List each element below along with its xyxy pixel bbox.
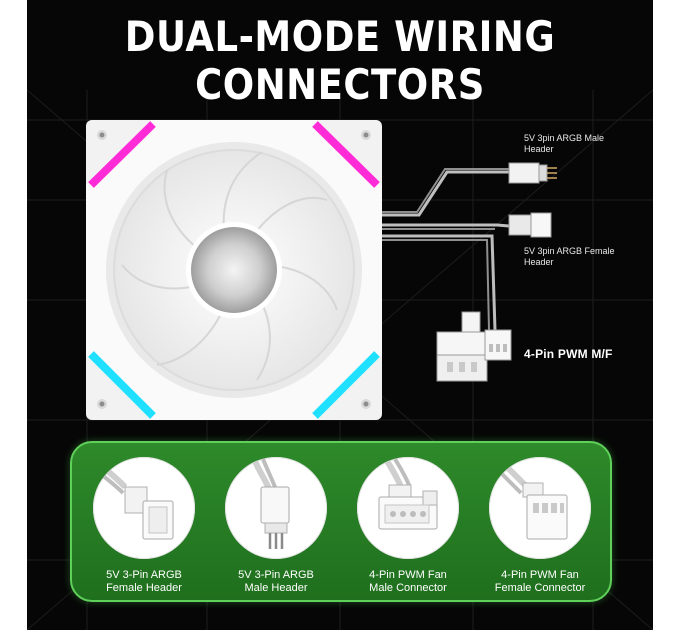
connector-caption: 5V 3-Pin ARGB Female Header [106,569,182,594]
argb-male-header-icon [225,457,327,559]
connector-card-pwm-female: 4-Pin PWM Fan Female Connector [486,457,594,595]
connector-caption: 5V 3-Pin ARGB Male Header [238,569,314,594]
argb-male-connector [508,162,557,184]
pwm-female-connector-icon [489,457,591,559]
connector-caption: 4-Pin PWM Fan Female Connector [494,569,586,594]
connector-caption: 4-Pin PWM Fan Male Connector [369,569,447,594]
connector-panel: 5V 3-Pin ARGB Female Header 5V 3-Pin ARG… [70,441,612,602]
connector-card-argb-male: 5V 3-Pin ARGB Male Header [222,457,330,595]
callout-argb-female: 5V 3pin ARGB Female Header [524,246,615,267]
fan-blades [106,142,362,398]
fan-illustration [86,120,557,420]
callout-argb-male: 5V 3pin ARGB Male Header [524,133,605,154]
argb-female-connector [508,212,552,238]
pwm-connectors [436,311,512,382]
connector-card-argb-female: 5V 3-Pin ARGB Female Header [90,457,198,595]
connector-card-pwm-male: 4-Pin PWM Fan Male Connector [354,457,462,595]
product-graphic: DUAL-MODE WIRING CONNECTORS [27,0,653,630]
pwm-male-connector-icon [357,457,459,559]
callout-pwm: 4-Pin PWM M/F [524,347,613,361]
page-title: DUAL-MODE WIRING CONNECTORS [124,12,556,110]
fan-cables [382,168,510,331]
argb-female-header-icon [93,457,195,559]
